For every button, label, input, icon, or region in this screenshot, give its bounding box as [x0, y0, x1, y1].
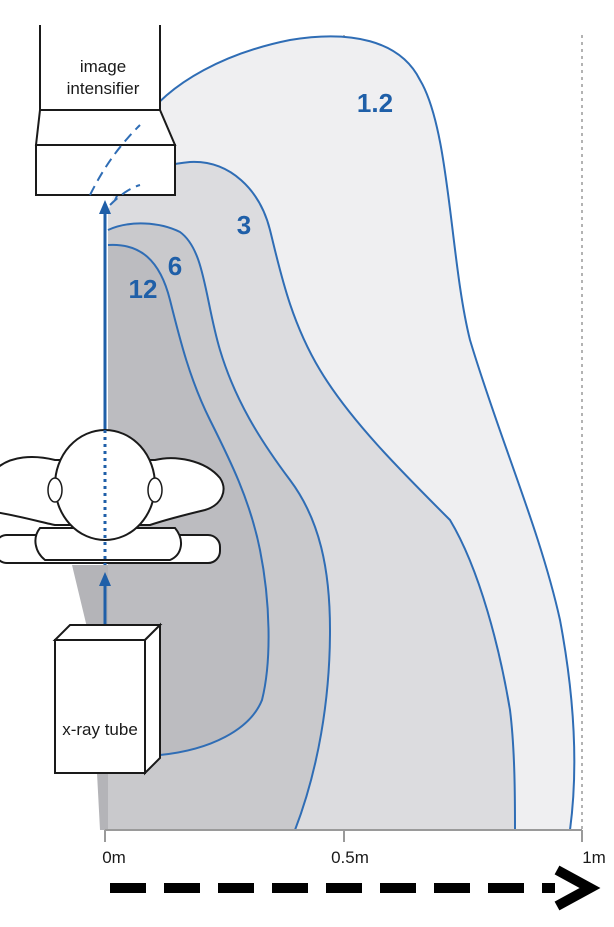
image-intensifier-label-line2: intensifier	[67, 79, 140, 98]
xray-tube-label: x-ray tube	[62, 720, 138, 739]
beam-arrowhead-lower	[99, 572, 111, 586]
contour-line-3	[114, 160, 516, 831]
axis-label-0-5m: 0.5m	[331, 848, 369, 867]
axis-label-0m: 0m	[102, 848, 126, 867]
patient-ear-right	[147, 477, 163, 503]
axis-label-1m: 1m	[582, 848, 606, 867]
direction-arrow-head	[554, 865, 601, 911]
xray-tube	[52, 622, 163, 776]
contour-line-3-dashed	[109, 184, 141, 206]
contour-label-1-2: 1.2	[357, 88, 393, 118]
patient-and-table	[0, 429, 225, 564]
contour-line-6	[107, 222, 332, 831]
contour-label-6: 6	[168, 251, 182, 281]
contour-label-3: 3	[237, 210, 251, 240]
image-intensifier	[34, 25, 177, 206]
contour-label-12: 12	[129, 274, 158, 304]
patient-pillow	[34, 527, 182, 561]
image-intensifier-label-line1: image	[80, 57, 126, 76]
beam-arrowhead-upper	[99, 200, 111, 214]
contour-line-1-2	[139, 35, 576, 831]
contour-line-1-2-dashed	[89, 124, 141, 196]
contour-line-12	[107, 243, 270, 756]
patient-ear-left	[47, 477, 63, 503]
